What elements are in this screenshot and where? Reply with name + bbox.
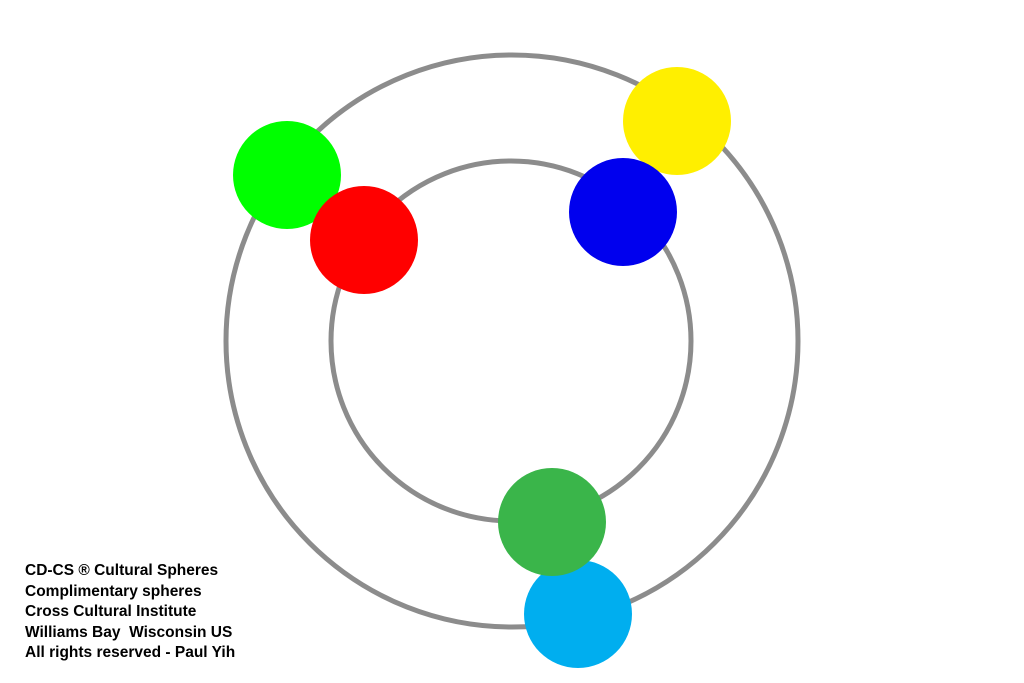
caption-block: CD-CS ® Cultural Spheres Complimentary s… bbox=[25, 561, 235, 664]
red-sphere bbox=[310, 186, 418, 294]
bright-green-sphere bbox=[233, 121, 341, 229]
yellow-sphere bbox=[623, 67, 731, 175]
blue-sphere bbox=[569, 158, 677, 266]
caption-location: Williams Bay Wisconsin US bbox=[25, 623, 233, 641]
caption-subtitle: Complimentary spheres bbox=[25, 582, 202, 600]
caption-copyright: All rights reserved - Paul Yih bbox=[25, 644, 236, 661]
medium-green-sphere bbox=[498, 468, 606, 576]
caption-title: CD-CS ® Cultural Spheres bbox=[25, 562, 219, 579]
sky-blue-sphere bbox=[524, 560, 632, 668]
caption-organization: Cross Cultural Institute bbox=[25, 603, 197, 620]
outer-ring bbox=[223, 52, 801, 630]
